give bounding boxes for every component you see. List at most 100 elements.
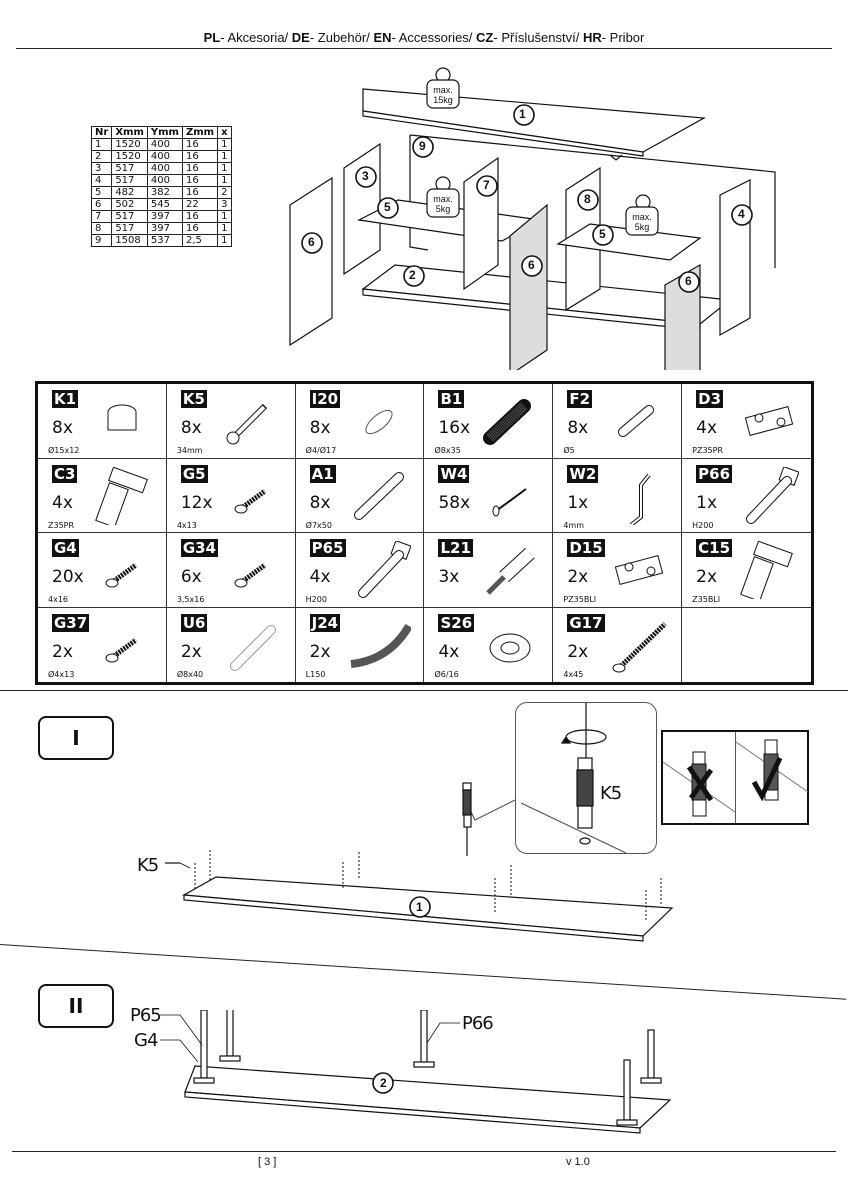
hardware-quantity: 58x [438, 492, 471, 513]
hardware-quantity: 8x [180, 418, 202, 438]
wood-dowel-icon [483, 399, 532, 445]
nail-icon [492, 487, 527, 516]
header-divider [16, 48, 832, 49]
step-2-callout-g4: G4 [134, 1030, 158, 1051]
lang-text-en: - Accessories/ [391, 30, 477, 45]
cam-lock-icon [107, 404, 137, 431]
hardware-size: L150 [305, 669, 326, 679]
table-cell: 1 [217, 234, 232, 247]
step-2-drawing [160, 1010, 672, 1134]
hardware-code: D15 [567, 539, 605, 557]
hardware-quantity: 3x [438, 567, 460, 587]
hardware-quantity: 6x [180, 567, 202, 587]
table-cell: 517 [111, 162, 148, 175]
hinge-icon [740, 541, 793, 599]
table-cell: 382 [146, 186, 183, 199]
part-label-8: 8 [584, 192, 591, 206]
table-cell: 482 [111, 186, 148, 199]
table-cell: 16 [181, 186, 219, 199]
table-cell: 2 [90, 150, 113, 163]
leg-icon [745, 466, 799, 524]
lang-text-cz: - Příslušenství/ [493, 30, 583, 45]
hardware-code: G17 [567, 613, 605, 632]
cam-bolt-icon [462, 782, 472, 856]
hardware-code: D3 [696, 390, 724, 408]
door-middle [509, 203, 548, 370]
shelf-pin-icon [618, 405, 655, 437]
part-label-6c: 6 [685, 274, 692, 288]
hardware-quantity: 8x [309, 418, 331, 438]
screw-icon [105, 637, 138, 662]
hardware-size: Z35BLI [692, 595, 721, 604]
hinge-icon [94, 466, 148, 525]
step-1-callout-k5: K5 [137, 855, 159, 876]
col-x: x [217, 126, 232, 139]
part-label-4: 4 [738, 207, 745, 221]
panel-side-3 [343, 142, 381, 276]
table-cell: 537 [146, 234, 183, 247]
exploded-view-drawing [289, 67, 776, 370]
table-cell: 1 [217, 138, 232, 151]
hardware-quantity: 8x [309, 492, 331, 513]
hardware-size: Ø5 [563, 446, 575, 455]
table-cell: 16 [181, 162, 219, 175]
hardware-code: A1 [309, 464, 336, 483]
hardware-code: P66 [696, 464, 733, 483]
hardware-code: K5 [180, 390, 207, 408]
table-cell: 22 [181, 198, 219, 211]
hardware-size: H200 [692, 520, 714, 530]
washer-icon [489, 633, 531, 662]
part-label-9: 9 [419, 139, 426, 153]
cam-bolts-on-panel [194, 850, 662, 920]
hardware-size: PZ35PR [692, 446, 724, 455]
hardware-item-empty [682, 608, 811, 683]
hardware-code: W4 [438, 464, 470, 483]
part-label-1: 1 [519, 107, 526, 121]
table-cell: 1 [217, 162, 232, 175]
step-2-badge: II [38, 984, 114, 1028]
hardware-code: G34 [180, 539, 219, 557]
step-2-panel-number: 2 [380, 1076, 387, 1090]
hardware-code: J24 [309, 613, 341, 632]
long-screw-icon [612, 621, 667, 672]
hardware-quantity: 4x [696, 418, 718, 438]
lang-code-de: DE [291, 30, 310, 45]
table-cell: 502 [111, 198, 148, 211]
table-cell: 517 [111, 210, 148, 223]
rotate-arrow-icon [560, 703, 607, 758]
hardware-size: 4x13 [176, 520, 197, 530]
hardware-code: G37 [52, 613, 90, 632]
leg-icon [193, 1010, 662, 1126]
table-cell: 1 [90, 138, 113, 151]
hardware-size: 4x16 [48, 595, 69, 604]
hardware-size: H200 [305, 595, 327, 604]
hardware-quantity: 1x [696, 492, 718, 513]
hardware-size: 34mm [176, 446, 203, 455]
table-cell: 1520 [111, 150, 148, 163]
table-cell: 1 [217, 210, 232, 223]
hardware-quantity: 2x [180, 641, 202, 662]
table-cell: 1508 [111, 234, 148, 247]
hardware-code: W2 [567, 464, 599, 483]
hardware-size: 4x45 [563, 669, 584, 679]
table-cell: 8 [90, 222, 113, 235]
hardware-size: Z35PR [48, 520, 75, 530]
leg-icon [358, 541, 412, 598]
cam-bolt-icon [226, 403, 267, 445]
panel-back [409, 134, 776, 268]
table-cell: 16 [181, 210, 219, 223]
table-cell: 1 [217, 150, 232, 163]
strap-icon [350, 623, 412, 668]
push-latch-icon [486, 547, 536, 595]
